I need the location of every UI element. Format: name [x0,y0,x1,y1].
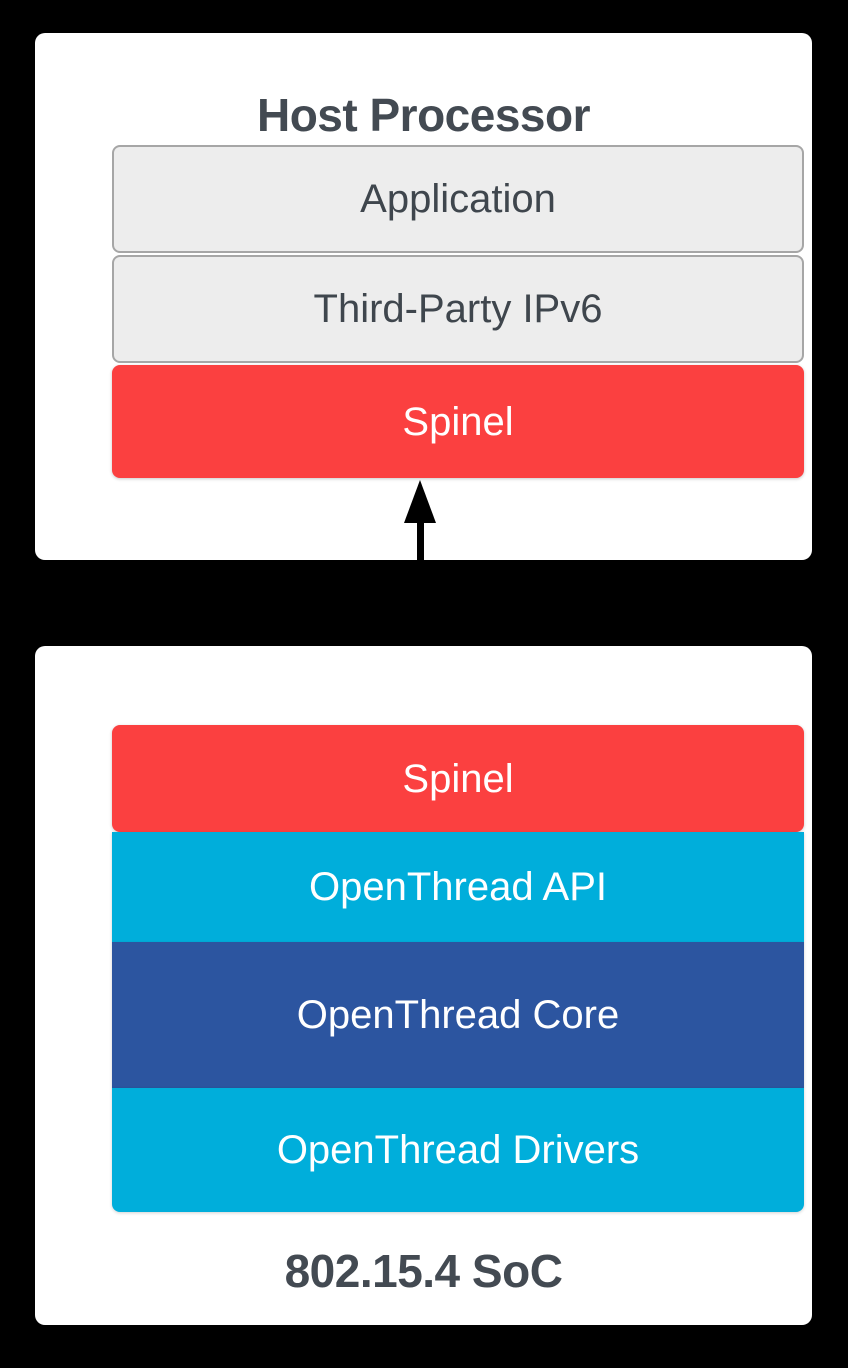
layer-openthread-drivers: OpenThread Drivers [112,1088,804,1212]
layer-spinel-soc-label: Spinel [402,756,514,801]
panel-soc: Spinel OpenThread API OpenThread Core Op… [35,646,812,1325]
layer-openthread-api-label: OpenThread API [309,865,607,909]
layer-application: Application [112,145,804,253]
layer-third-party-ipv6-label: Third-Party IPv6 [313,287,603,331]
panel-soc-title: 802.15.4 SoC [284,1245,563,1297]
panel-host-processor: Host Processor Application Third-Party I… [35,33,812,560]
layer-openthread-drivers-label: OpenThread Drivers [276,1128,640,1172]
layer-openthread-core: OpenThread Core [112,942,804,1088]
arrow-head-up-icon [404,480,436,523]
layer-spinel-host: Spinel [112,365,804,478]
layer-spinel-host-label: Spinel [402,399,514,444]
panel-host-processor-title: Host Processor [256,89,591,141]
layer-openthread-core-label: OpenThread Core [296,993,620,1037]
arrow-shaft-upper [417,519,424,561]
layer-openthread-api: OpenThread API [112,832,804,942]
layer-application-label: Application [360,177,556,221]
layer-third-party-ipv6: Third-Party IPv6 [112,255,804,363]
layer-spinel-soc: Spinel [112,725,804,832]
